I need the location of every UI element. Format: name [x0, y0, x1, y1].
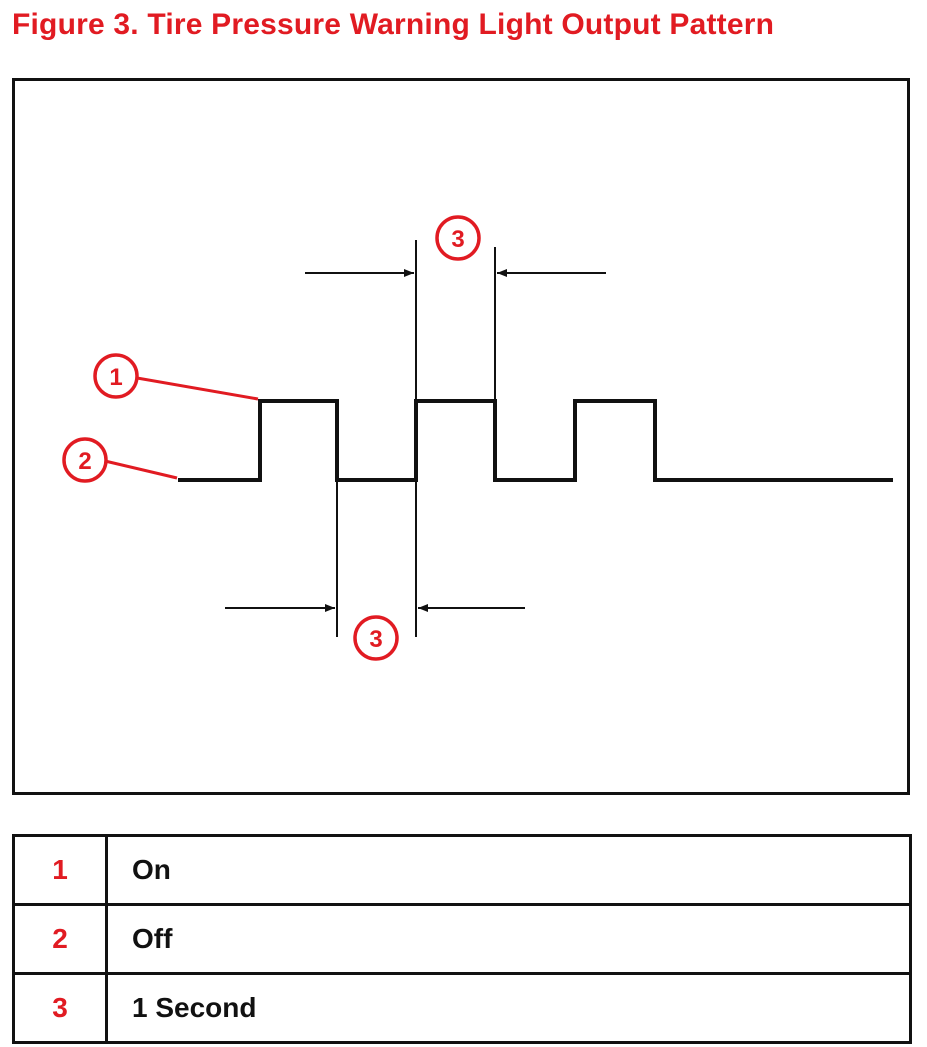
callout-1-label: 1: [109, 364, 122, 391]
figure-title: Figure 3. Tire Pressure Warning Light Ou…: [12, 8, 775, 41]
legend-row: 3 1 Second: [12, 972, 912, 1044]
callout-2-label: 2: [78, 448, 91, 475]
legend-description: 1 Second: [105, 972, 912, 1044]
legend-number: 3: [12, 972, 108, 1044]
callout-2-leader: [104, 459, 178, 480]
callout-3-top-label: 3: [451, 226, 464, 253]
legend-description: Off: [105, 903, 912, 975]
legend-table: 1 On 2 Off 3 1 Second: [12, 834, 912, 1044]
legend-description: On: [105, 834, 912, 906]
signal-waveform: [178, 399, 893, 482]
callout-1-leader: [136, 376, 259, 401]
legend-row: 1 On: [12, 834, 912, 906]
diagram-frame: 1 2 3 3: [12, 78, 910, 795]
legend-row: 2 Off: [12, 903, 912, 975]
legend-number: 2: [12, 903, 108, 975]
callout-2: 2: [62, 437, 108, 483]
callout-3-top: 3: [435, 215, 481, 261]
waveform-diagram: 1 2 3 3: [62, 215, 893, 661]
callout-1: 1: [93, 353, 139, 399]
callout-3-bottom: 3: [353, 615, 399, 661]
legend-number: 1: [12, 834, 108, 906]
callout-3-bottom-label: 3: [369, 626, 382, 653]
